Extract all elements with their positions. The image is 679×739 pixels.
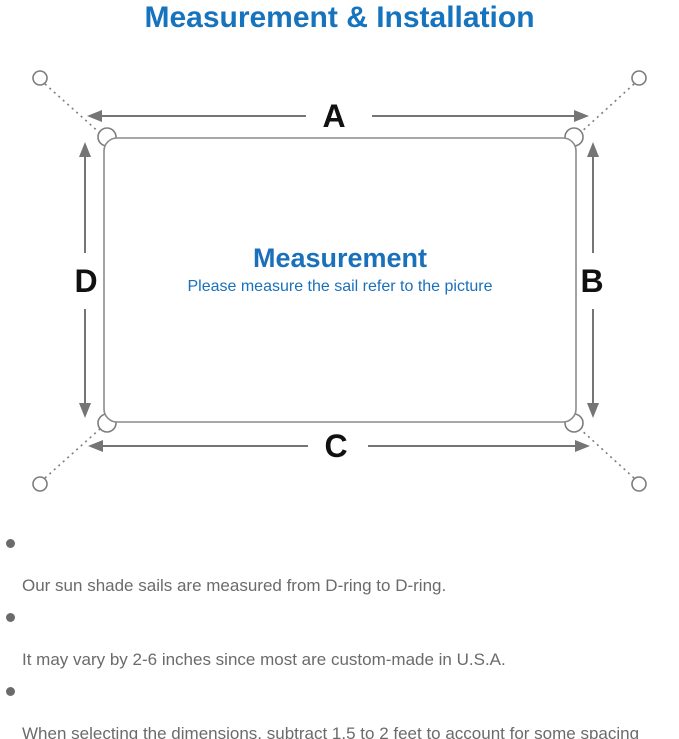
anchor-point-circle-icon [32, 476, 48, 492]
notes-list: Our sun shade sails are measured from D-… [6, 533, 674, 739]
note-text: When selecting the dimensions, subtract … [22, 724, 640, 739]
rope-top-right [578, 83, 635, 135]
rope-top-left [44, 83, 102, 135]
arrowhead-left-icon [87, 110, 102, 122]
list-item: Our sun shade sails are measured from D-… [6, 533, 674, 596]
rope-bottom-left [44, 427, 102, 479]
bullet-icon [6, 539, 15, 548]
rope-lines [44, 83, 635, 479]
anchor-point-circle-icon [631, 70, 647, 86]
bullet-icon [6, 687, 15, 696]
dimension-label-a: A [322, 98, 346, 134]
note-text: Our sun shade sails are measured from D-… [22, 576, 447, 595]
bullet-icon [6, 613, 15, 622]
anchor-point-circle-icon [631, 476, 647, 492]
anchor-points [32, 70, 647, 492]
arrowhead-down-icon [79, 403, 91, 418]
dimension-label-b: B [580, 263, 604, 299]
dimension-arrows [79, 110, 599, 452]
note-text: It may vary by 2-6 inches since most are… [22, 650, 506, 669]
list-item: It may vary by 2-6 inches since most are… [6, 607, 674, 670]
anchor-point-circle-icon [32, 70, 48, 86]
page-title: Measurement & Installation [144, 1, 535, 34]
list-item: When selecting the dimensions, subtract … [6, 681, 674, 739]
arrowhead-right-icon [574, 110, 589, 122]
sail-outline [103, 137, 577, 423]
arrowhead-left-icon [88, 440, 103, 452]
dimension-label-d: D [74, 263, 98, 299]
dimension-label-c: C [324, 428, 348, 464]
arrowhead-up-icon [79, 142, 91, 157]
measurement-heading: Measurement [252, 243, 428, 273]
measurement-subtitle: Please measure the sail refer to the pic… [187, 278, 493, 295]
corner-d-rings [97, 127, 584, 433]
arrowhead-right-icon [575, 440, 590, 452]
rope-bottom-right [578, 427, 635, 479]
arrowhead-down-icon [587, 403, 599, 418]
arrowhead-up-icon [587, 142, 599, 157]
